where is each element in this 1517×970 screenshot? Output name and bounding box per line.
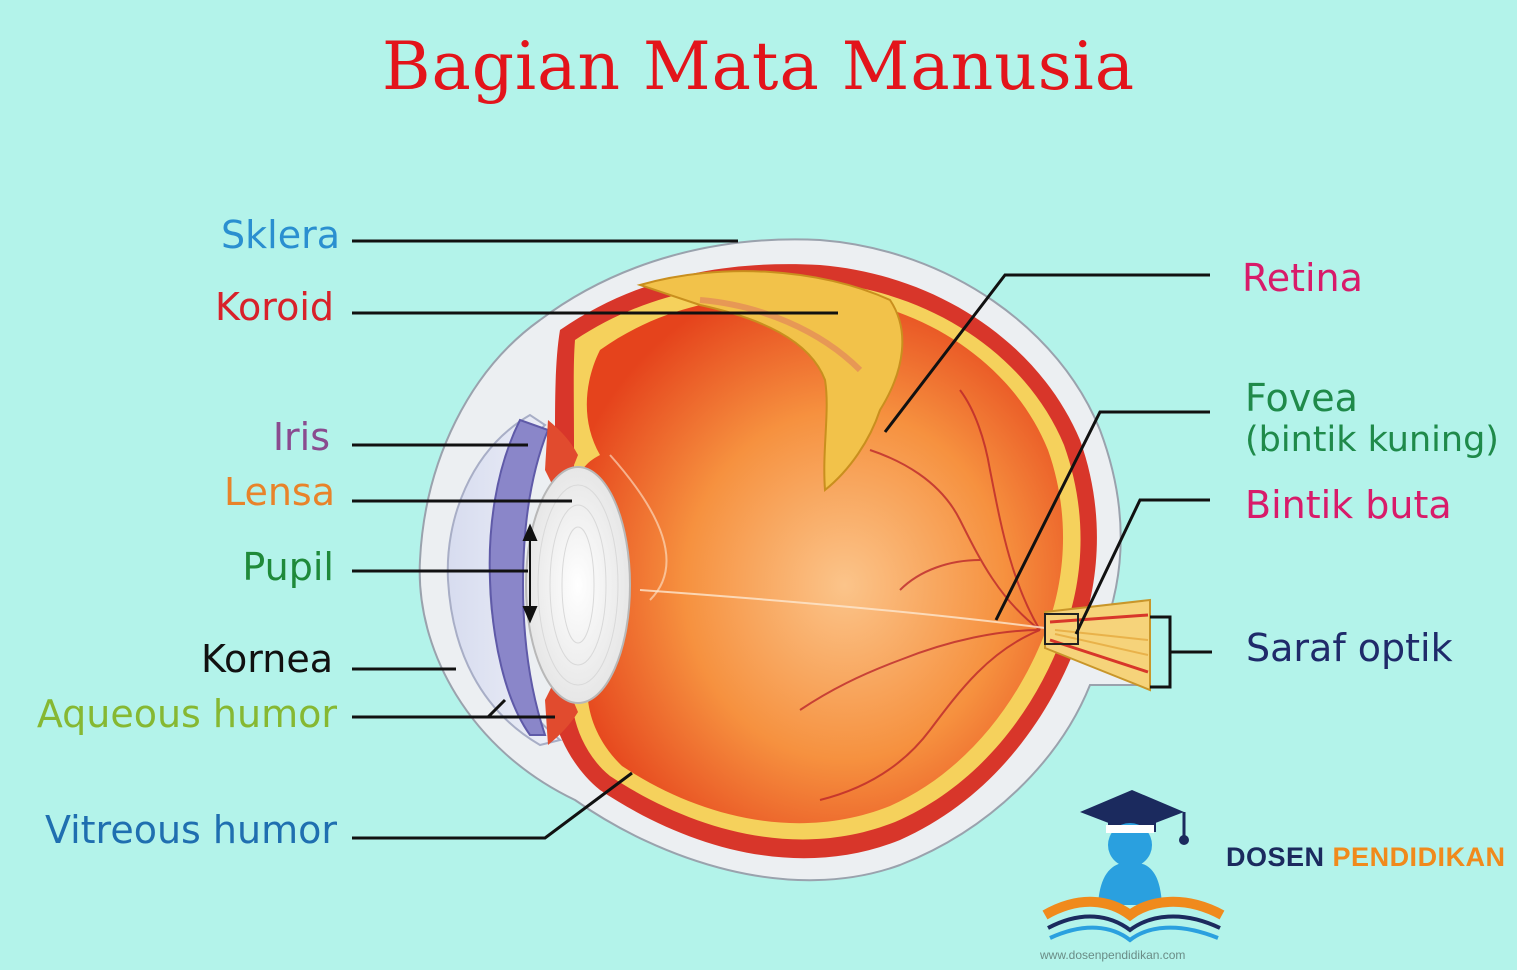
pupil-arrow bbox=[522, 523, 538, 624]
label-lensa: Lensa bbox=[223, 470, 335, 514]
label-fovea-sub: (bintik kuning) bbox=[1245, 420, 1499, 460]
dosen-pendidikan-logo bbox=[1042, 790, 1225, 943]
leader-fovea bbox=[994, 410, 1210, 621]
logo-word-pendidikan: PENDIDIKAN bbox=[1332, 842, 1506, 872]
label-sklera: Sklera bbox=[221, 213, 340, 257]
retina-flap bbox=[636, 270, 904, 492]
leader-bintik-buta bbox=[1074, 498, 1210, 635]
vitreous-body bbox=[577, 295, 1064, 824]
logo-word-dosen: DOSEN bbox=[1226, 842, 1325, 872]
label-iris: Iris bbox=[272, 415, 330, 459]
label-retina: Retina bbox=[1242, 256, 1363, 300]
page-title: Bagian Mata Manusia bbox=[381, 28, 1136, 105]
optic-nerve bbox=[1044, 598, 1151, 692]
lens-shape bbox=[525, 466, 631, 704]
label-kornea: Kornea bbox=[201, 637, 333, 681]
label-fovea: Fovea bbox=[1245, 376, 1358, 420]
iris-shape bbox=[488, 418, 550, 736]
label-bintik-buta: Bintik buta bbox=[1245, 483, 1452, 527]
label-vitreous-humor: Vitreous humor bbox=[44, 808, 337, 852]
logo-text: DOSEN PENDIDIKAN bbox=[1226, 842, 1506, 873]
label-koroid: Koroid bbox=[215, 285, 334, 329]
leader-saraf-optik bbox=[1150, 615, 1172, 689]
label-saraf-optik: Saraf optik bbox=[1246, 626, 1453, 670]
logo-url: www.dosenpendidikan.com bbox=[1040, 948, 1186, 962]
label-pupil: Pupil bbox=[242, 545, 334, 589]
label-aqueous-humor: Aqueous humor bbox=[36, 692, 337, 736]
leader-retina bbox=[883, 273, 1210, 433]
leader-vitreous bbox=[352, 771, 633, 840]
